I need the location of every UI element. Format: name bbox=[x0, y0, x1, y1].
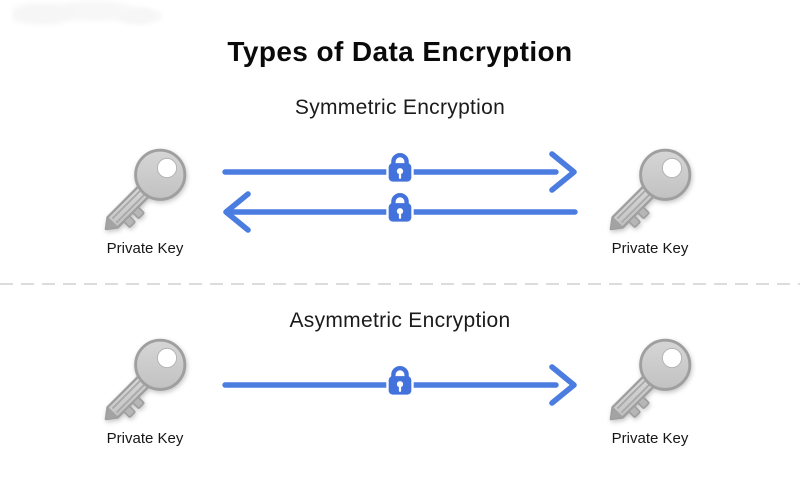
key-icon bbox=[592, 328, 702, 438]
lock-icon bbox=[383, 147, 417, 185]
lock-icon bbox=[383, 187, 417, 225]
symmetric-heading: Symmetric Encryption bbox=[294, 96, 506, 119]
page-title: Types of Data Encryption bbox=[227, 36, 573, 67]
key-label: Private Key bbox=[611, 430, 689, 447]
dashed-divider bbox=[0, 283, 800, 285]
key-label: Private Key bbox=[611, 240, 689, 257]
key-icon bbox=[87, 328, 197, 438]
key-label: Private Key bbox=[106, 430, 184, 447]
key-icon bbox=[592, 138, 702, 248]
key-icon bbox=[87, 138, 197, 248]
asymmetric-heading: Asymmetric Encryption bbox=[289, 309, 511, 332]
watermark-smudge bbox=[12, 0, 162, 36]
lock-icon bbox=[383, 360, 417, 398]
key-label: Private Key bbox=[106, 240, 184, 257]
